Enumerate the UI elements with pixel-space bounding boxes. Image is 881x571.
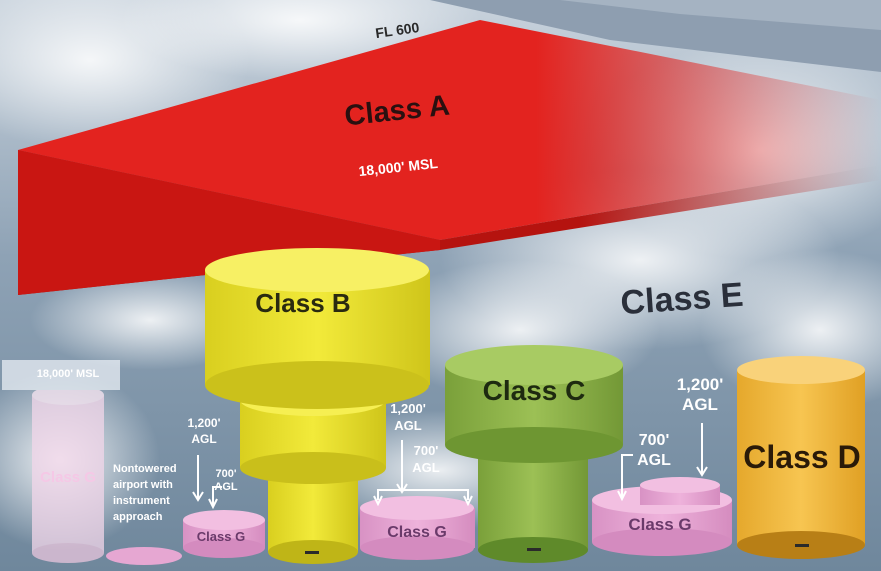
agl-annotation-a [192, 455, 222, 510]
class-b-cylinder [205, 248, 430, 564]
class-b-label: Class B [255, 288, 350, 318]
agl-700-c-unit: AGL [637, 452, 671, 469]
nontowered-note: Nontowered airport with instrument appro… [113, 463, 177, 523]
agl-1200-c: 1,200' [677, 375, 724, 394]
airport-symbols [305, 544, 809, 554]
class-g-label-1: Class G [197, 529, 245, 544]
agl-700-b: 700' [414, 443, 439, 458]
agl-700-c: 700' [639, 432, 670, 449]
svg-text:approach: approach [113, 511, 163, 523]
class-g-disk-3 [592, 477, 732, 556]
agl-1200-a: 1,200' [188, 416, 221, 430]
agl-annotation-c [617, 423, 708, 502]
agl-700-a-unit: AGL [214, 481, 238, 493]
left-msl-label: 18,000' MSL [37, 368, 100, 380]
class-d-label: Class D [743, 439, 860, 475]
svg-text:Nontowered: Nontowered [113, 463, 177, 475]
agl-1200-b-unit: AGL [394, 418, 422, 433]
agl-700-a: 700' [216, 468, 237, 480]
class-g-label-2: Class G [387, 524, 447, 541]
agl-700-b-unit: AGL [412, 460, 440, 475]
agl-annotation-b [373, 440, 473, 507]
left-class-g-label: Class G [40, 469, 96, 486]
class-c-label: Class C [483, 375, 586, 406]
fl600-label: FL 600 [374, 19, 420, 41]
class-g-label-3: Class G [628, 515, 691, 534]
agl-1200-a-unit: AGL [191, 432, 216, 446]
class-g-disk-2 [360, 496, 475, 560]
svg-text:instrument: instrument [113, 495, 170, 507]
agl-1200-c-unit: AGL [682, 395, 718, 414]
class-e-label: Class E [619, 276, 744, 322]
class-d-cylinder [737, 356, 865, 559]
svg-text:airport with: airport with [113, 479, 173, 491]
agl-1200-b: 1,200' [390, 401, 426, 416]
class-g-disk-1 [106, 510, 265, 565]
left-faded-cylinder [2, 360, 120, 563]
